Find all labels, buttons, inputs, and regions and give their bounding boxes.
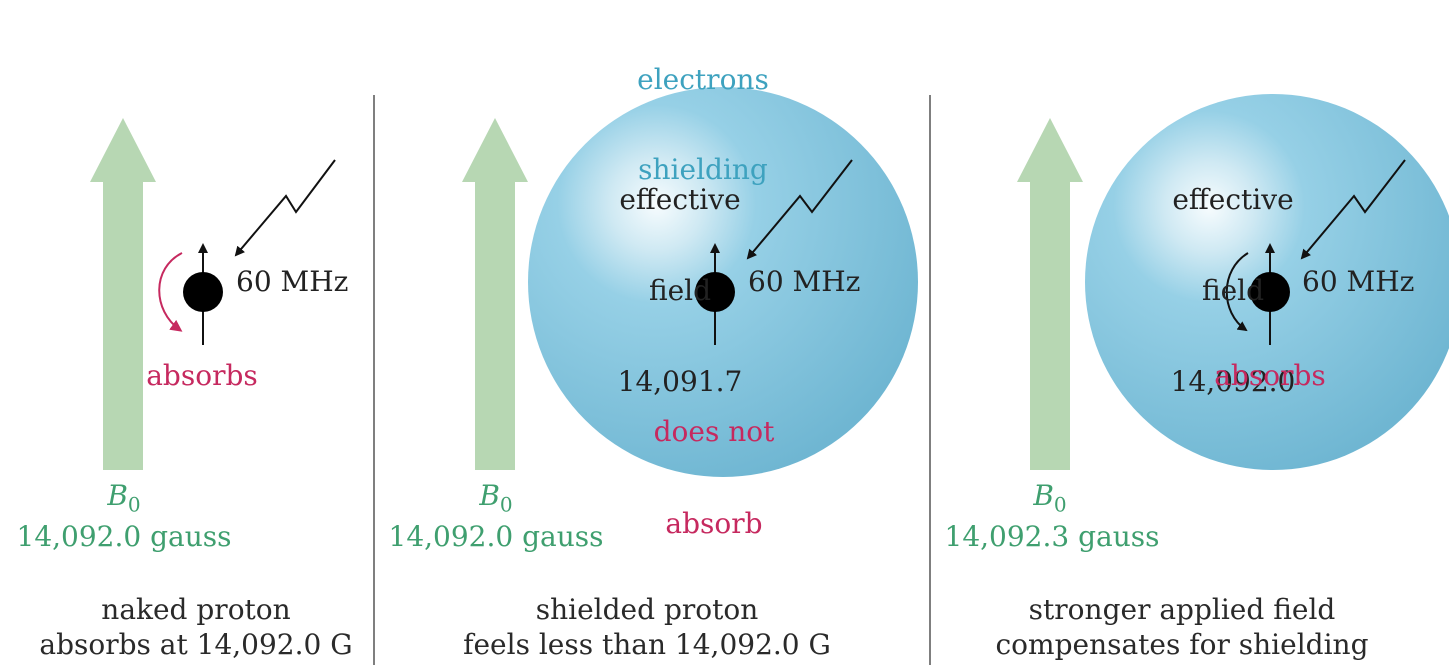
proton-panel1 [183, 243, 223, 345]
result-line1-panel2: does not [653, 415, 775, 448]
effective-line2-panel2: field [648, 274, 712, 307]
precession-arrow-panel3 [1225, 252, 1249, 332]
radio-wave-arrow-panel3 [1300, 159, 1406, 260]
field-arrow-panel2 [462, 118, 528, 470]
caption-line1-panel2: shielded proton [535, 593, 759, 626]
field-arrow-panel1 [90, 118, 156, 470]
effective-line2-panel3: field [1201, 274, 1265, 307]
b0-letter-panel1: B [107, 479, 128, 512]
caption-line2-panel1: absorbs at 14,092.0 G [39, 628, 353, 661]
electrons-shielding-label: electrons shielding [637, 10, 769, 240]
effective-value-panel3: 14,092.0 [1170, 365, 1296, 398]
applied-field-panel2: 14,092.0 gauss [388, 520, 604, 553]
caption-line1-panel3: stronger applied field [1028, 593, 1336, 626]
proton-panel3 [1250, 243, 1290, 345]
top-label-line1: electrons [637, 63, 769, 96]
frequency-label-panel3: 60 MHz [1302, 265, 1415, 298]
caption-line1-panel1: naked proton [101, 593, 291, 626]
radio-wave-arrow-panel2 [746, 159, 853, 260]
top-label-line2: shielding [638, 153, 768, 186]
frequency-label-panel2: 60 MHz [748, 265, 861, 298]
result-line2-panel2: absorb [665, 507, 763, 540]
b0-subscript-panel3: 0 [1053, 492, 1067, 517]
field-arrow-panel3 [1017, 118, 1083, 470]
b0-letter-panel2: B [479, 479, 500, 512]
b0-letter-panel3: B [1033, 479, 1054, 512]
effective-value-panel2: 14,091.7 [617, 365, 743, 398]
effective-line1-panel2: effective [619, 183, 741, 216]
proton-panel2 [695, 243, 735, 345]
result-label-panel2: does not absorb [654, 362, 775, 594]
b0-symbol-panel1: B0 [107, 482, 140, 515]
applied-field-panel1: 14,092.0 gauss [16, 520, 232, 553]
effective-field-label-panel2: effective field 14,091.7 [618, 130, 743, 452]
precession-arrow-panel1 [158, 252, 183, 332]
frequency-label-panel1: 60 MHz [236, 265, 349, 298]
result-label-panel1: absorbs [146, 359, 258, 392]
caption-line2-panel3: compensates for shielding [995, 628, 1369, 661]
result-label-panel3: absorbs [1214, 359, 1326, 392]
caption-line2-panel2: feels less than 14,092.0 G [463, 628, 831, 661]
effective-field-label-panel3: effective field 14,092.0 [1171, 130, 1296, 452]
b0-subscript-panel1: 0 [127, 492, 141, 517]
b0-subscript-panel2: 0 [499, 492, 513, 517]
applied-field-panel3: 14,092.3 gauss [944, 520, 1160, 553]
effective-line1-panel3: effective [1172, 183, 1294, 216]
b0-symbol-panel3: B0 [1033, 482, 1066, 515]
radio-wave-arrow-panel1 [234, 159, 336, 257]
b0-symbol-panel2: B0 [479, 482, 512, 515]
